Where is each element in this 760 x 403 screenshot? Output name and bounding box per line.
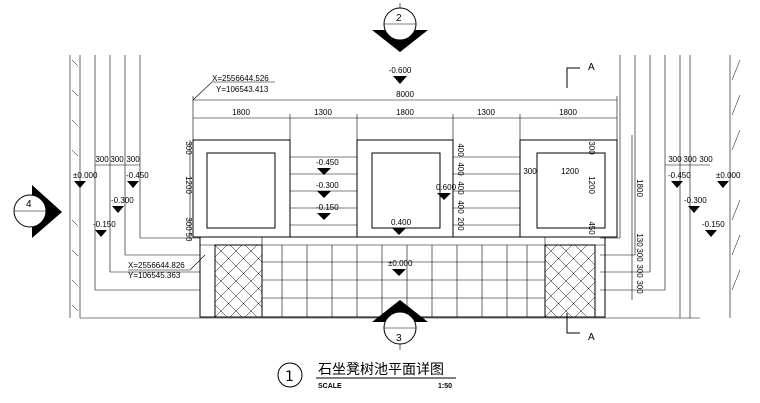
section-marker-bottom: A [566, 313, 595, 343]
level-left-1-triangle [74, 181, 86, 188]
right-box-dim-1200: 1200 [561, 167, 579, 176]
coord-top-x: X=2556644.526 [212, 74, 269, 83]
level-left-1: ±0.000 [73, 171, 98, 180]
section-label-top: A [588, 62, 595, 73]
coord-bottom-y: Y=106545.363 [128, 271, 181, 280]
right-box-dims: 300 1200 300 1200 450 [523, 141, 596, 235]
far-right-vdims: 1800 130 300 300 300 [631, 135, 644, 300]
level-c-1-triangle [437, 193, 451, 200]
left-vdim-2: 1200 [184, 176, 193, 194]
dim-segment-4: 1300 [477, 108, 495, 117]
mid-vdim-3: 400 [456, 181, 465, 195]
callout-left-number: 4 [26, 199, 32, 210]
callout-bottom: 3 [372, 300, 428, 350]
right-vdim-3: 450 [587, 221, 596, 235]
level-left-3: -0.300 [111, 196, 134, 205]
left-step-lines [69, 55, 700, 319]
drawing-title: 石坐凳树池平面详图 [318, 362, 444, 378]
right-vdim-1: 300 [587, 141, 596, 155]
left-dim-3: 300 [126, 155, 140, 164]
middle-vdims: 400 400 400 400 200 [456, 143, 465, 231]
left-dim-2: 300 [110, 155, 124, 164]
planting-hatch-right [544, 244, 596, 318]
right-box-dim-300: 300 [523, 167, 537, 176]
right-vdim-2: 1200 [587, 176, 596, 194]
level-top-triangle [393, 76, 407, 84]
level-right-2: ±0.000 [716, 171, 741, 180]
level-left-4-triangle [95, 230, 107, 237]
title-block: 1 石坐凳树池平面详图 SCALE 1:50 [277, 362, 456, 390]
planting-hatch-left [214, 244, 263, 318]
dim-segment-1: 1800 [232, 108, 250, 117]
level-cl-1: -0.450 [316, 158, 339, 167]
far-right-vdim-4: 300 [635, 264, 644, 278]
left-vdim-3: 300 [184, 217, 193, 231]
dim-segment-5: 1800 [559, 108, 577, 117]
right-dim-2: 300 [683, 155, 697, 164]
right-break-hatch [729, 55, 741, 318]
coord-bottom-leader [189, 254, 206, 271]
right-dim-3: 300 [699, 155, 713, 164]
level-c-3-triangle [392, 269, 406, 276]
level-right-4-triangle [705, 230, 717, 237]
level-c-2-triangle [392, 228, 406, 235]
callout-left: 4 [13, 185, 62, 238]
bench-box-left [192, 139, 291, 238]
dim-segment-3: 1800 [396, 108, 414, 117]
coord-top-y: Y=106543.413 [216, 85, 269, 94]
level-left-2: -0.450 [126, 171, 149, 180]
paving-grid [199, 236, 606, 318]
right-dim-1: 300 [668, 155, 682, 164]
level-left-3-triangle [112, 206, 124, 213]
section-marker-top: A [566, 62, 595, 88]
right-step-lines [600, 55, 691, 318]
bench-box-right [519, 139, 618, 238]
top-dimension-chain [192, 96, 618, 140]
scale-label: SCALE [318, 383, 342, 390]
level-c-3: ±0.000 [388, 259, 413, 268]
level-c-2: 0.400 [391, 218, 412, 227]
far-right-vdim-5: 300 [635, 280, 644, 294]
level-c-1: 0.600 [436, 183, 457, 192]
level-cl-2: -0.300 [316, 181, 339, 190]
section-label-bottom: A [588, 332, 595, 343]
mid-vdim-2: 400 [456, 162, 465, 176]
callout-bottom-number: 3 [396, 333, 402, 344]
title-number: 1 [285, 369, 294, 385]
level-right-1-triangle [671, 181, 683, 188]
mid-vdim-1: 400 [456, 143, 465, 157]
level-right-3-triangle [688, 206, 700, 213]
mid-vdim-5: 200 [456, 217, 465, 231]
level-cl-3-triangle [317, 213, 331, 220]
level-right-2-triangle [717, 181, 729, 188]
coord-top-leader [192, 81, 213, 101]
dim-segment-2: 1300 [314, 108, 332, 117]
level-right-1: -0.450 [668, 171, 691, 180]
level-left-4: -0.150 [93, 220, 116, 229]
left-break-hatch [71, 59, 79, 312]
left-box-vdims: 300 1200 300 50 [184, 140, 193, 242]
far-right-vdim-3: 300 [635, 248, 644, 262]
level-top: -0.600 [389, 66, 412, 75]
level-right-3: -0.300 [684, 196, 707, 205]
coord-bottom-x: X=2556644.826 [128, 261, 185, 270]
callout-top-number: 2 [396, 13, 402, 24]
level-cl-1-triangle [317, 168, 331, 175]
level-cl-3: -0.150 [316, 203, 339, 212]
far-right-vdim-1: 1800 [635, 179, 644, 197]
scale-value: 1:50 [438, 383, 452, 390]
callout-top: 2 [372, 3, 428, 52]
left-dim-1: 300 [95, 155, 109, 164]
level-right-4: -0.150 [702, 220, 725, 229]
mid-vdim-4: 400 [456, 200, 465, 214]
left-vdim-1: 300 [184, 141, 193, 155]
far-right-vdim-2: 130 [635, 233, 644, 247]
level-left-2-triangle [127, 181, 139, 188]
overall-dimension: 8000 [396, 90, 414, 99]
level-markers: -0.600 ±0.000 -0.450 -0.300 -0.150 -0.45… [73, 66, 741, 276]
left-vdim-4: 50 [184, 233, 193, 242]
level-cl-2-triangle [317, 191, 331, 198]
